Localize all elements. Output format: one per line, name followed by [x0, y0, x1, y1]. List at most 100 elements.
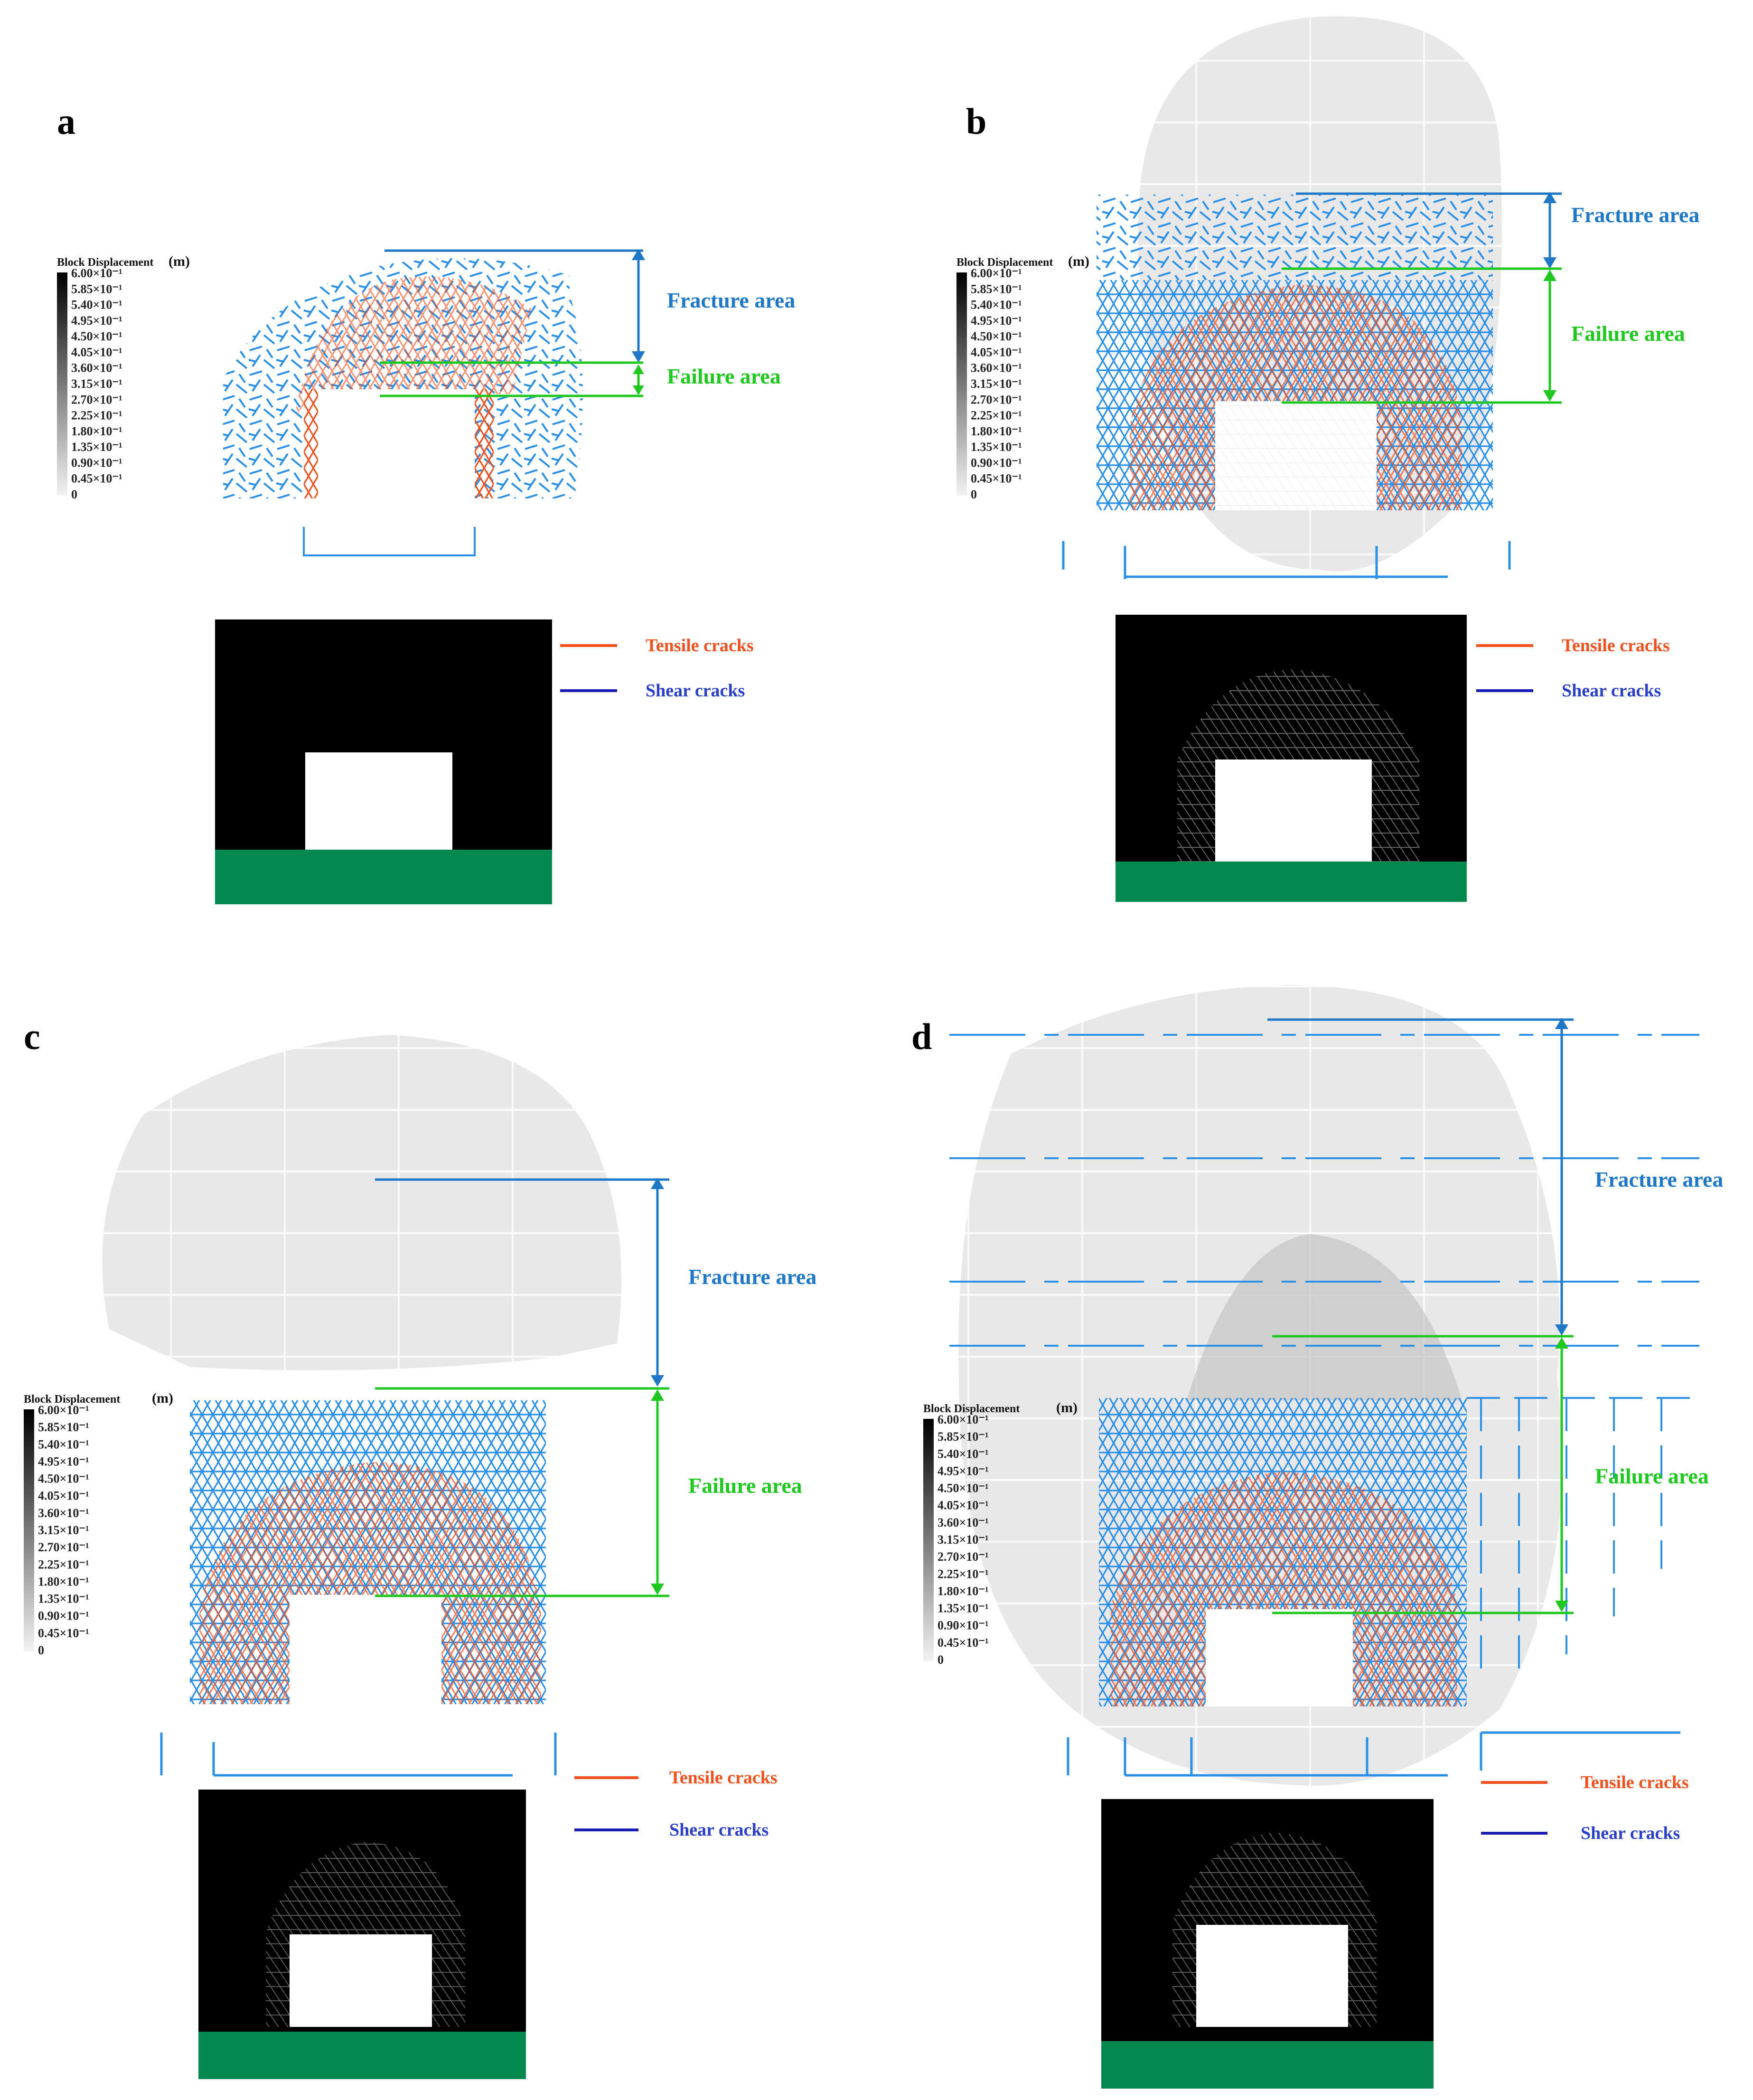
tensile-cracks-label: Tensile cracks: [1581, 1772, 1689, 1792]
area-markers: Fracture area Failure area: [1267, 1018, 1723, 1614]
legend-tick: 1.35×10⁻¹: [937, 1602, 989, 1615]
legend-tick: 6.00×10⁻¹: [71, 266, 122, 280]
legend-tick: 3.15×10⁻¹: [71, 377, 122, 391]
legend-tick: 4.50×10⁻¹: [71, 329, 122, 343]
legend-tick: 4.05×10⁻¹: [71, 345, 122, 359]
legend-tick: 3.60×10⁻¹: [71, 361, 122, 375]
crack-mesh: [160, 1400, 557, 1777]
model-thumbnail: [1101, 1799, 1434, 2089]
failure-area-label: Failure area: [667, 364, 781, 388]
legend-unit: (m): [169, 253, 190, 269]
crack-mesh: [223, 258, 583, 556]
legend-unit: (m): [1068, 253, 1089, 269]
legend-tick: 2.25×10⁻¹: [71, 409, 122, 422]
legend-tick: 3.60×10⁻¹: [38, 1506, 89, 1520]
colorbar: [57, 272, 67, 496]
model-thumbnail: [215, 619, 552, 904]
legend-tick: 6.00×10⁻¹: [38, 1403, 89, 1417]
legend-tick: 0: [937, 1653, 944, 1667]
legend-tick: 0.90×10⁻¹: [71, 456, 122, 469]
legend-tick: 0.45×10⁻¹: [71, 472, 122, 486]
legend-tick: 3.60×10⁻¹: [971, 361, 1022, 375]
shear-cracks-label: Shear cracks: [646, 681, 745, 701]
legend-tick: 3.60×10⁻¹: [937, 1516, 989, 1529]
legend-tick: 1.35×10⁻¹: [71, 440, 122, 454]
legend-tick: 0.45×10⁻¹: [38, 1626, 89, 1640]
crack-legend: Tensile cracks Shear cracks: [560, 636, 754, 701]
legend-tick: 5.85×10⁻¹: [38, 1420, 89, 1434]
panel-a: a Block Displacement (m) 6.00×10⁻¹5.85×1…: [57, 101, 795, 904]
legend-tick: 2.70×10⁻¹: [38, 1540, 89, 1554]
displacement-legend: Block Displacement (m) 6.00×10⁻¹5.85×10⁻…: [57, 253, 190, 501]
legend-unit: (m): [1056, 1400, 1078, 1416]
crack-mesh: [1062, 195, 1511, 579]
legend-tick: 0: [971, 488, 977, 501]
colorbar: [956, 272, 967, 496]
legend-tick: 5.85×10⁻¹: [71, 282, 122, 296]
legend-tick: 4.50×10⁻¹: [971, 329, 1022, 343]
legend-tick: 0: [38, 1643, 44, 1657]
legend-tick: 4.05×10⁻¹: [38, 1489, 89, 1503]
tensile-cracks-label: Tensile cracks: [669, 1768, 778, 1788]
fracture-area-label: Fracture area: [667, 288, 795, 312]
shear-cracks-label: Shear cracks: [1581, 1823, 1680, 1843]
displacement-legend: Block Displacement (m) 6.00×10⁻¹5.85×10⁻…: [923, 1400, 1078, 1667]
legend-tick: 0: [71, 488, 77, 501]
legend-tick: 1.35×10⁻¹: [971, 440, 1022, 454]
legend-tick: 1.80×10⁻¹: [971, 424, 1022, 438]
failure-area-label: Failure area: [1571, 321, 1685, 346]
legend-tick: 0.90×10⁻¹: [937, 1619, 989, 1632]
legend-tick: 1.80×10⁻¹: [937, 1584, 989, 1598]
legend-title: Block Displacement: [923, 1403, 1020, 1415]
legend-tick: 6.00×10⁻¹: [971, 266, 1022, 280]
legend-tick: 3.15×10⁻¹: [38, 1523, 89, 1537]
area-markers: Fracture area Failure area: [380, 249, 795, 397]
tensile-cracks-label: Tensile cracks: [646, 636, 754, 656]
legend-tick: 1.80×10⁻¹: [71, 424, 122, 438]
legend-tick: 0.45×10⁻¹: [937, 1636, 989, 1650]
crack-legend: Tensile cracks Shear cracks: [574, 1768, 778, 1840]
legend-tick: 4.95×10⁻¹: [971, 314, 1022, 328]
legend-tick: 2.70×10⁻¹: [971, 393, 1022, 406]
legend-tick: 4.50×10⁻¹: [937, 1481, 989, 1495]
legend-tick: 2.25×10⁻¹: [38, 1557, 89, 1571]
crack-legend: Tensile cracks Shear cracks: [1476, 636, 1670, 701]
panel-label: c: [24, 1016, 40, 1057]
area-markers: Fracture area Failure area: [375, 1178, 816, 1597]
panel-b: b Block Displacement (m) 6.00×10⁻¹ 5.85×1…: [956, 16, 1699, 902]
fracture-area-label: Fracture area: [688, 1265, 816, 1289]
panel-d: d Block Displacement (m) 6.00×10⁻¹5.85×1…: [911, 985, 1723, 2089]
legend-title: Block Displacement: [24, 1393, 120, 1406]
panel-label: a: [57, 101, 75, 142]
legend-tick: 5.40×10⁻¹: [937, 1447, 989, 1461]
area-markers: Fracture area Failure area: [1282, 192, 1699, 404]
panel-c: c Block Displacement (m) 6.00×10⁻¹5.85×1…: [24, 1016, 816, 2079]
legend-tick: 4.95×10⁻¹: [38, 1454, 89, 1468]
legend-title: Block Displacement: [956, 256, 1053, 269]
legend-tick: 0.90×10⁻¹: [38, 1609, 89, 1623]
legend-tick: 3.15×10⁻¹: [971, 377, 1022, 391]
fracture-area-label: Fracture area: [1571, 203, 1699, 227]
displacement-legend: Block Displacement (m) 6.00×10⁻¹ 5.85×10⁻…: [956, 253, 1089, 501]
legend-tick: 5.40×10⁻¹: [971, 298, 1022, 312]
legend-tick: 5.40×10⁻¹: [38, 1437, 89, 1451]
failure-area-label: Failure area: [1595, 1464, 1709, 1488]
colorbar: [923, 1419, 934, 1661]
legend-tick: 6.00×10⁻¹: [937, 1413, 989, 1426]
legend-tick: 0.90×10⁻¹: [971, 456, 1022, 469]
shear-cracks-label: Shear cracks: [1562, 681, 1661, 701]
fracture-area-label: Fracture area: [1595, 1167, 1723, 1191]
shear-cracks-label: Shear cracks: [669, 1820, 769, 1840]
tensile-cracks-label: Tensile cracks: [1562, 636, 1670, 656]
legend-tick: 3.15×10⁻¹: [937, 1533, 989, 1547]
crack-legend: Tensile cracks Shear cracks: [1481, 1772, 1689, 1843]
legend-tick: 5.40×10⁻¹: [71, 298, 122, 312]
model-thumbnail: [198, 1790, 526, 2079]
legend-tick: 5.85×10⁻¹: [971, 282, 1022, 296]
panel-label: b: [966, 101, 986, 142]
legend-tick: 4.50×10⁻¹: [38, 1472, 89, 1486]
legend-tick: 2.70×10⁻¹: [937, 1550, 989, 1564]
model-thumbnail: [1116, 615, 1467, 902]
failure-area-label: Failure area: [688, 1473, 802, 1498]
